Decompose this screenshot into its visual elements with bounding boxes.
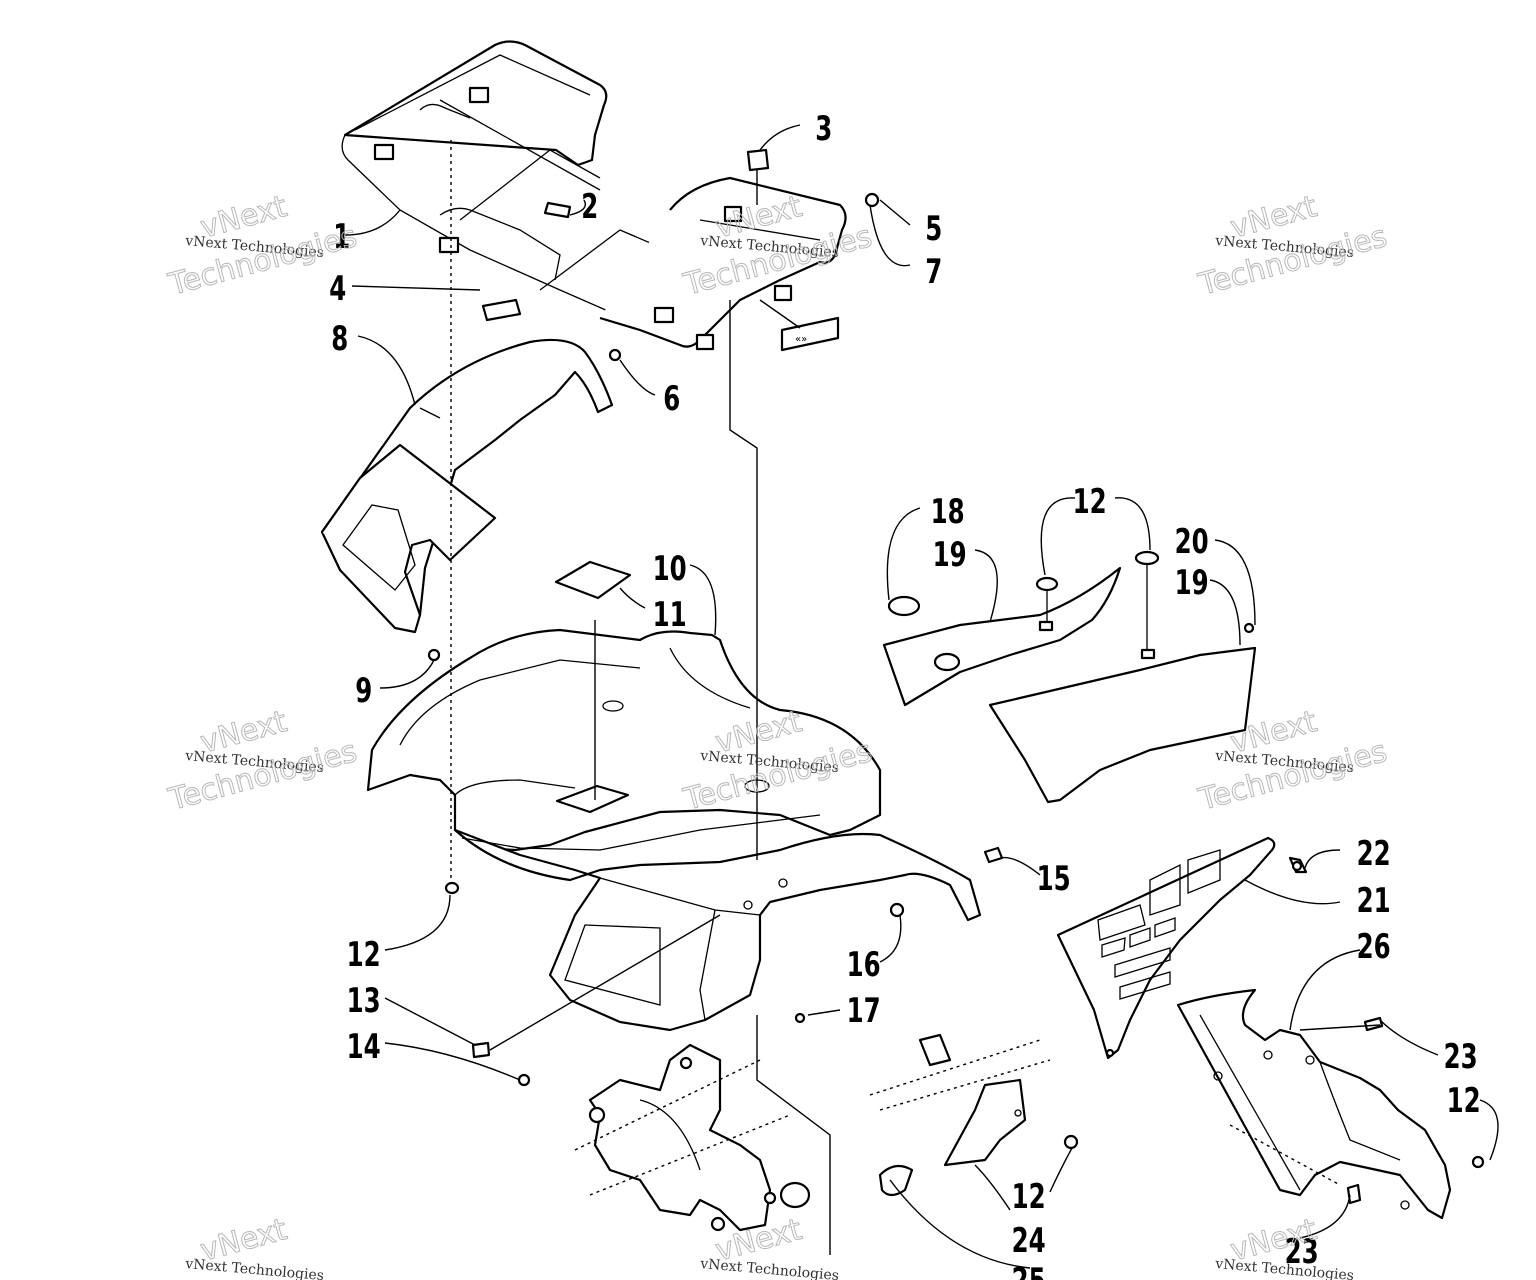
callout-13: 13 [347, 981, 381, 1020]
frame-section [574, 1033, 1079, 1232]
callout-12-right: 12 [1447, 1081, 1481, 1120]
callout-10: 10 [653, 549, 687, 588]
small-hardware-mid [427, 648, 1004, 1087]
callout-6: 6 [663, 379, 680, 418]
rear-rack [341, 40, 847, 351]
inner-panel [1176, 988, 1485, 1220]
callout-9: 9 [355, 671, 372, 710]
lower-right-panel [1056, 836, 1308, 1060]
callout-26: 26 [1357, 927, 1391, 966]
callout-12-bottom: 12 [1012, 1177, 1046, 1216]
callout-15: 15 [1037, 859, 1071, 898]
callout-25: 25 [1012, 1261, 1046, 1280]
callout-19-right: 19 [1175, 563, 1209, 602]
svg-text:Technologies: Technologies [1195, 219, 1391, 303]
callout-2: 2 [581, 187, 598, 226]
watermark-tile: vNext Technologies vNext [184, 1212, 325, 1280]
callout-17: 17 [847, 991, 881, 1030]
callout-19-left: 19 [933, 535, 967, 574]
rear-fender [320, 338, 614, 634]
svg-text:Technologies: Technologies [1195, 734, 1391, 818]
svg-text:«»: «» [795, 334, 807, 345]
callout-24: 24 [1012, 1221, 1046, 1260]
callout-7: 7 [925, 252, 942, 291]
callout-18: 18 [931, 492, 965, 531]
side-panels-right [882, 550, 1257, 804]
callout-3: 3 [815, 109, 832, 148]
callout-14: 14 [347, 1027, 381, 1066]
watermark-tile: vNext Technologies vNext Technologies [1194, 189, 1391, 304]
callout-23-lower: 23 [1285, 1232, 1319, 1271]
callout-20: 20 [1175, 522, 1209, 561]
callout-4: 4 [329, 269, 346, 308]
watermark-tile: vNext Technologies vNext [1214, 1212, 1355, 1280]
callout-5: 5 [925, 209, 942, 248]
callout-12-left: 12 [347, 935, 381, 974]
callout-1: 1 [333, 217, 350, 256]
centre-lines [450, 140, 1381, 1255]
rear-body-panel [366, 628, 982, 1032]
leader-lines [344, 124, 1499, 1269]
callout-23-upper: 23 [1444, 1037, 1478, 1076]
access-cap [554, 560, 632, 600]
svg-text:Technologies: Technologies [165, 734, 361, 818]
callout-8: 8 [331, 319, 348, 358]
callout-22: 22 [1357, 834, 1391, 873]
callout-12-upper: 12 [1073, 482, 1107, 521]
callout-labels: 1 2 3 4 5 6 7 8 9 10 11 12 12 12 12 13 1… [329, 109, 1480, 1280]
callout-21: 21 [1357, 881, 1391, 920]
small-hardware-top: «» [481, 148, 880, 362]
callout-11: 11 [653, 595, 687, 634]
callout-16: 16 [847, 945, 881, 984]
watermark-tile: vNext Technologies vNext Technologies [164, 704, 361, 819]
